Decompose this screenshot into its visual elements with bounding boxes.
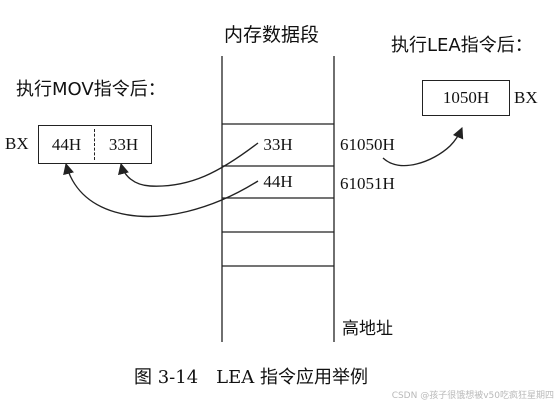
bx-register-label-lea: BX: [514, 88, 538, 107]
high-address-label: 高地址: [342, 319, 393, 339]
arrow-33h-to-low-byte: [118, 142, 259, 187]
bx-low-byte: 33H: [108, 134, 139, 154]
bx-register-box-lea: 1050H: [422, 80, 510, 116]
address-61051h: 61051H: [340, 174, 395, 193]
figure-caption: 图 3-14 LEA 指令应用举例: [134, 367, 368, 388]
address-61050h: 61050H: [340, 135, 395, 154]
mov-result-label: 执行MOV指令后：: [16, 79, 166, 100]
bx-register-label-mov: BX: [5, 134, 29, 153]
memory-cell-44h: 44H: [263, 172, 293, 191]
bx-register-box-mov: 44H 33H: [38, 125, 152, 164]
arrow-address-to-lea: [382, 126, 464, 167]
bx-lea-value: 1050H: [442, 88, 490, 107]
watermark: CSDN @孩子很饿想被v50吃疯狂星期四: [391, 391, 554, 401]
lea-result-label: 执行LEA指令后：: [391, 35, 533, 56]
arrow-44h-to-high-byte: [63, 162, 259, 218]
memory-cell-33h: 33H: [263, 135, 293, 154]
memory-title: 内存数据段: [224, 24, 320, 46]
byte-divider: [94, 129, 95, 160]
bx-high-byte: 44H: [51, 134, 82, 154]
